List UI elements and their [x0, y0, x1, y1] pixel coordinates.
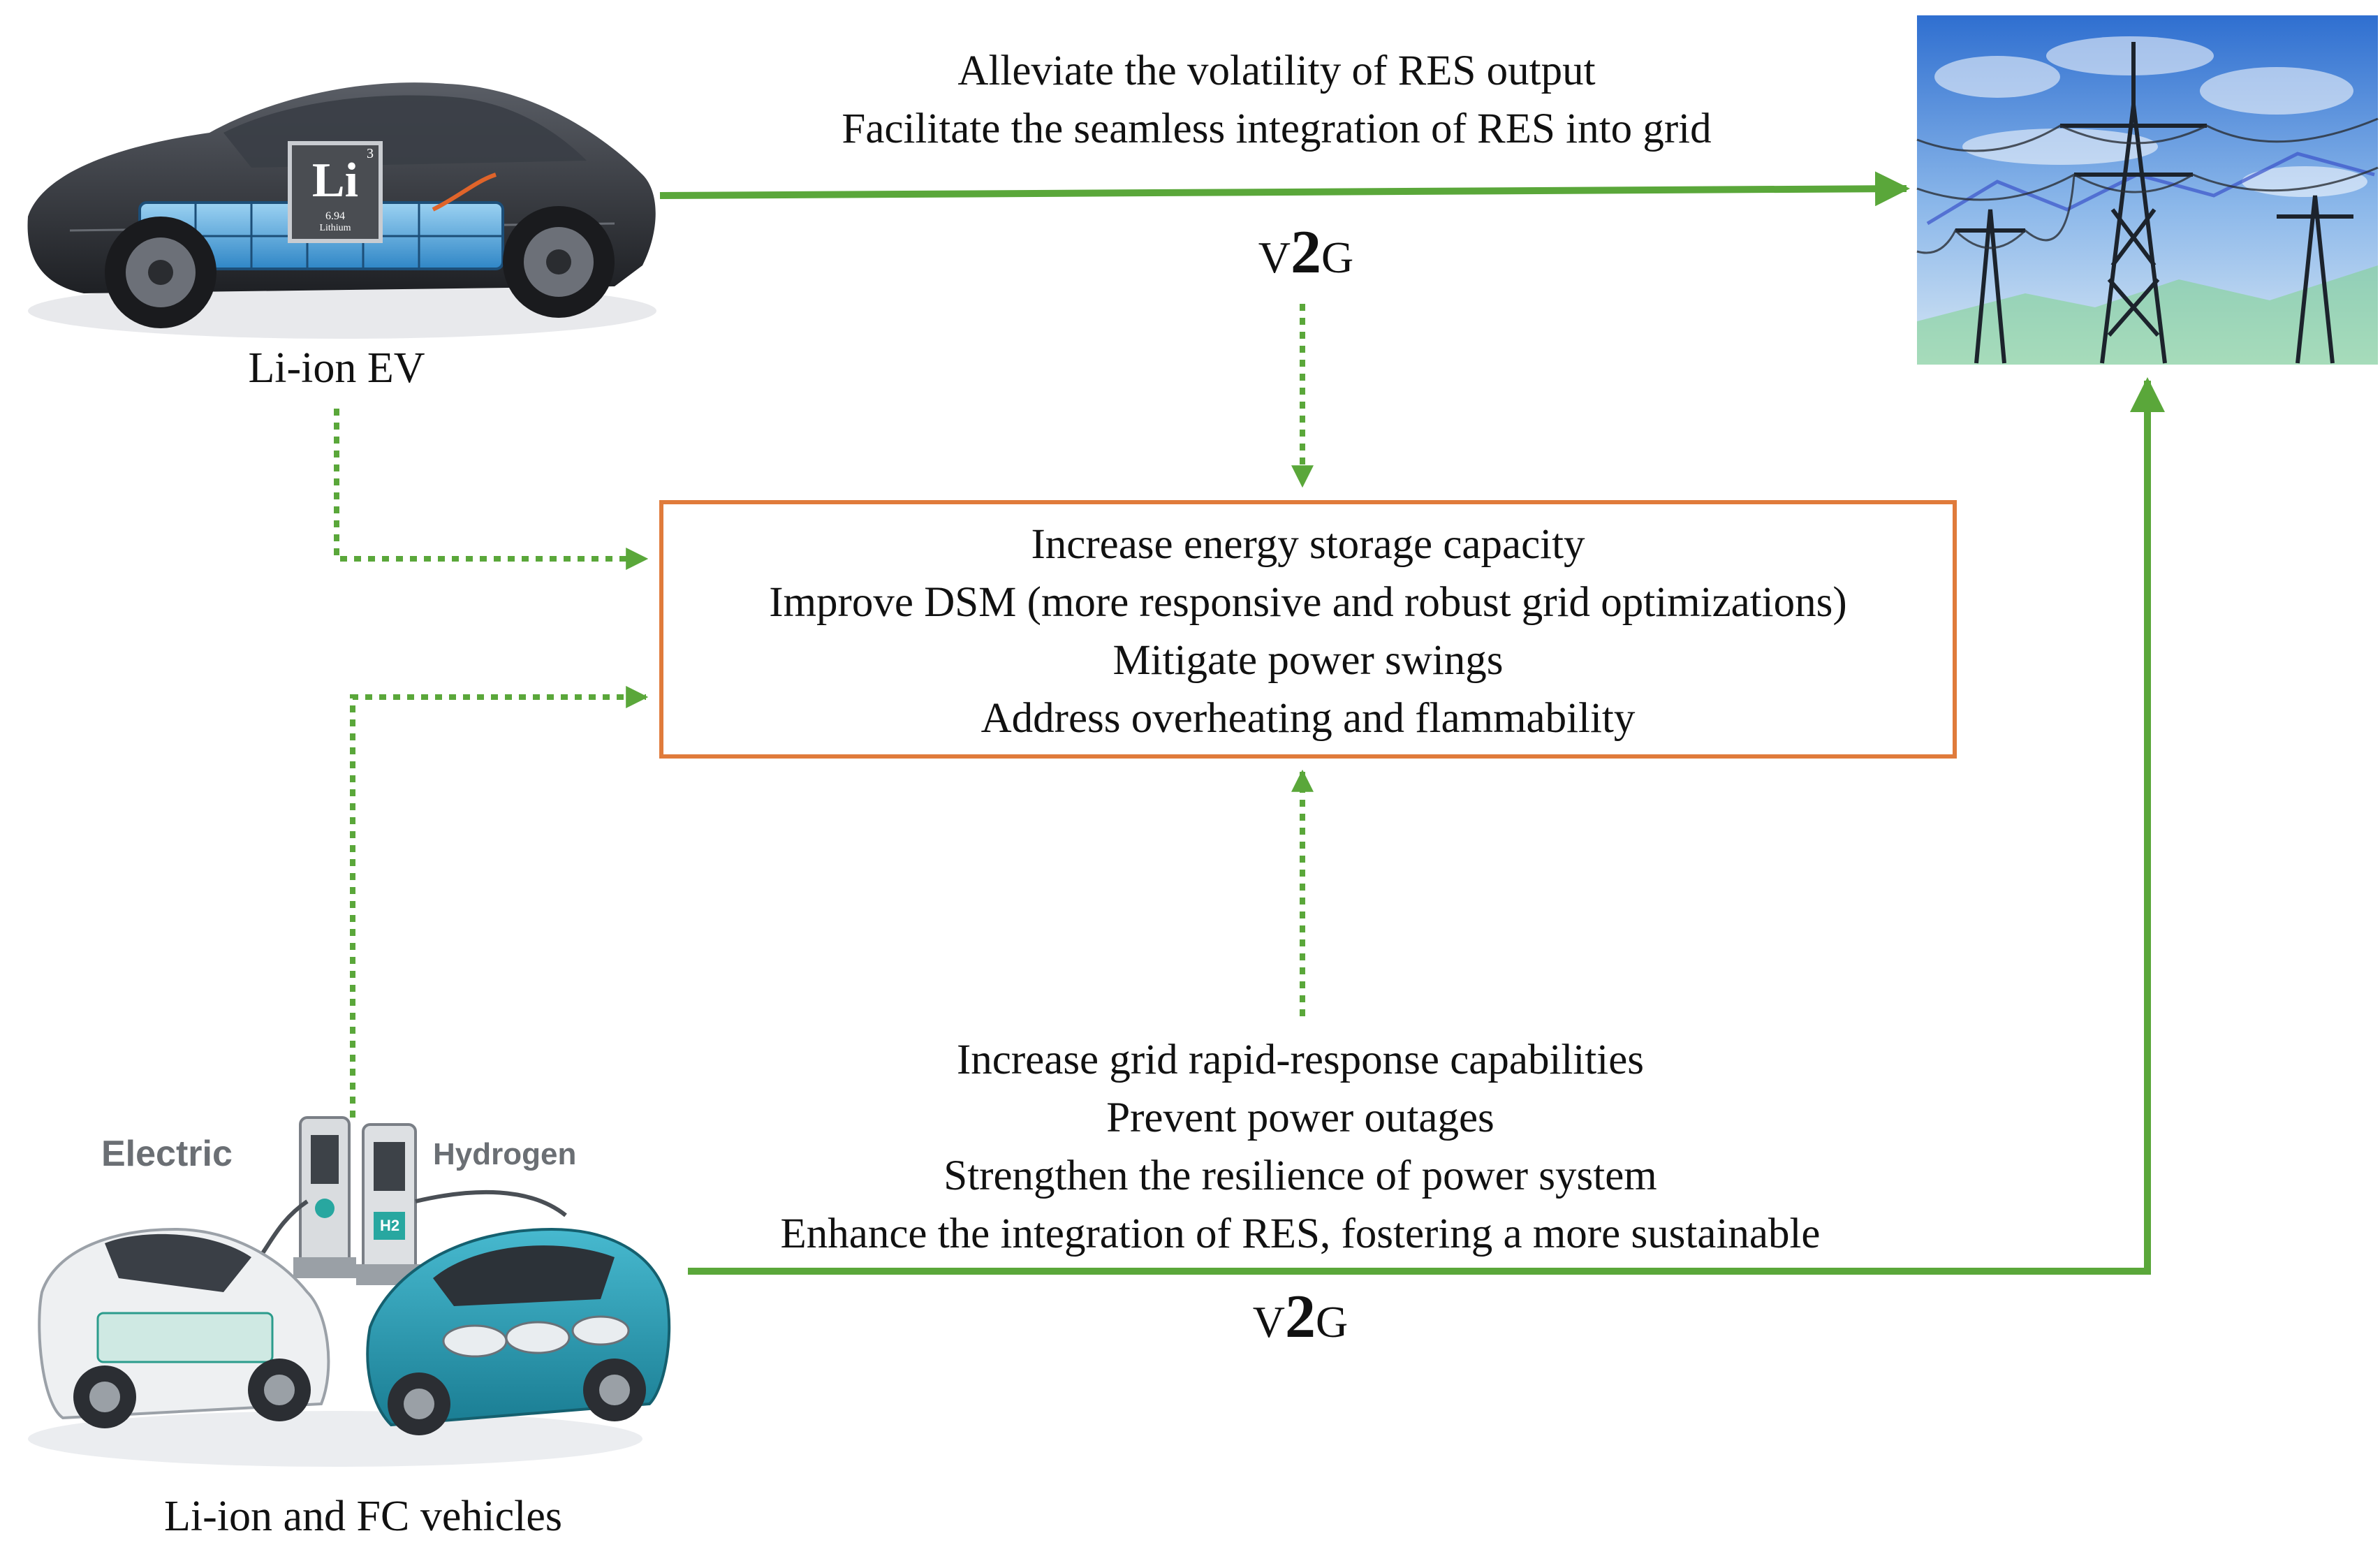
bottom-benefit-line: Strengthen the resilience of power syste…: [943, 1152, 1657, 1199]
bottom-benefit-line: Increase grid rapid-response capabilitie…: [956, 1037, 1645, 1083]
v2g-prefix: V: [1252, 1297, 1285, 1347]
arrow-vehicles-to-box: [350, 686, 649, 1118]
v2g-label-top: V2G: [1258, 222, 1354, 286]
electric-label: Electric: [101, 1134, 233, 1174]
benefits-box-lines: Increase energy storage capacity Improve…: [663, 515, 1953, 747]
v2g-suffix: G: [1316, 1297, 1349, 1347]
v2g-label-bottom: V2G: [1252, 1287, 1349, 1350]
bottom-benefit-line: Prevent power outages: [1106, 1094, 1494, 1141]
box-line: Increase energy storage capacity: [1031, 521, 1585, 568]
bottom-benefits: Increase grid rapid-response capabilitie…: [781, 1031, 1821, 1263]
h2-tag: H2: [379, 1217, 400, 1234]
top-benefit-line: Facilitate the seamless integration of R…: [842, 105, 1712, 152]
li-badge: 3 Li 6.94 Lithium: [290, 143, 381, 241]
li-ion-ev-caption: Li-ion EV: [248, 344, 425, 392]
arrow-ev-to-grid: [659, 171, 1910, 207]
arrow-vehicles-to-grid: [688, 377, 2165, 1275]
hydrogen-label: Hydrogen: [433, 1137, 577, 1171]
top-benefit-line: Alleviate the volatility of RES output: [957, 47, 1596, 94]
charging-station-icon: [28, 1116, 671, 1467]
v2g-prefix: V: [1258, 233, 1291, 282]
box-line: Address overheating and flammability: [980, 695, 1636, 742]
v2g-suffix: G: [1321, 233, 1354, 282]
li-ion-ev-illustration: [27, 82, 656, 339]
box-line: Mitigate power swings: [1112, 637, 1504, 684]
arrow-ev-to-box: [334, 409, 649, 570]
top-benefits: Alleviate the volatility of RES output F…: [842, 42, 1711, 158]
li-badge-number: 3: [367, 146, 374, 161]
v2g-digit: 2: [1291, 219, 1321, 286]
li-badge-mass: 6.94: [325, 210, 345, 222]
benefits-box: Increase energy storage capacity Improve…: [659, 500, 1957, 759]
li-badge-symbol: Li: [311, 154, 359, 207]
box-line: Improve DSM (more responsive and robust …: [769, 579, 1847, 626]
vehicles-caption: Li-ion and FC vehicles: [164, 1493, 562, 1540]
li-badge-name: Lithium: [319, 223, 351, 233]
bottom-benefit-line: Enhance the integration of RES, fosterin…: [780, 1210, 1821, 1257]
v2g-digit: 2: [1285, 1283, 1316, 1351]
power-grid-pylon-icon: [1916, 15, 2379, 365]
